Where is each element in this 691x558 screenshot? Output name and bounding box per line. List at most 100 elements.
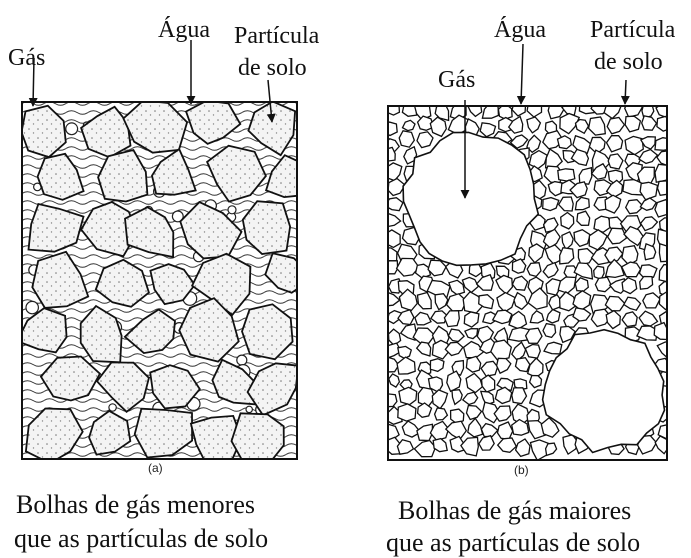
- soil-particle: [247, 102, 297, 157]
- panel-b-particle-pointer: [620, 79, 630, 105]
- gas-bubble: [236, 354, 248, 366]
- soil-particle: [388, 106, 401, 116]
- soil-particle: [467, 106, 483, 118]
- soil-particle: [656, 180, 667, 197]
- soil-particle: [606, 116, 626, 135]
- panel-a-caption-line1: Bolhas de gás menores: [16, 490, 256, 519]
- soil-particle: [451, 389, 463, 406]
- soil-particle: [388, 247, 398, 263]
- soil-particle: [388, 197, 404, 212]
- panel-a-tag: (a): [148, 461, 163, 475]
- soil-particle: [396, 356, 416, 375]
- soil-particle: [413, 439, 437, 458]
- soil-particle: [573, 262, 594, 280]
- soil-particle: [133, 407, 194, 459]
- soil-particle: [461, 391, 479, 406]
- soil-particle: [388, 393, 398, 408]
- soil-particle: [36, 152, 85, 201]
- soil-particle: [559, 325, 576, 344]
- soil-particle: [388, 213, 402, 228]
- soil-particle: [416, 131, 434, 149]
- soil-particle: [578, 166, 593, 185]
- panel-a-soil-diagram: [21, 40, 298, 460]
- soil-particle: [27, 202, 85, 253]
- soil-particle: [639, 275, 654, 290]
- soil-particle: [658, 217, 667, 234]
- soil-particle: [432, 437, 448, 453]
- soil-particle: [510, 418, 530, 436]
- soil-particle: [398, 288, 418, 312]
- soil-particle: [478, 434, 495, 451]
- soil-particle: [542, 196, 560, 212]
- soil-particle: [388, 423, 400, 442]
- soil-particle: [514, 438, 531, 458]
- soil-particle: [656, 115, 667, 132]
- soil-particle: [639, 216, 659, 232]
- soil-particle: [607, 169, 624, 186]
- soil-particle: [620, 261, 642, 278]
- panel-a-frame: [21, 101, 298, 460]
- soil-particle: [88, 409, 132, 456]
- panel-a-particle-pointer: [266, 79, 276, 123]
- soil-particle: [639, 197, 658, 211]
- soil-particle: [31, 250, 90, 309]
- soil-particle: [526, 357, 544, 379]
- gas-bubble: [171, 210, 184, 223]
- soil-particle: [463, 311, 480, 328]
- soil-particle: [513, 378, 528, 391]
- soil-particle: [607, 153, 624, 170]
- panel-a-gas-pointer: [28, 57, 38, 107]
- soil-particle: [416, 402, 433, 419]
- soil-particle: [241, 303, 294, 361]
- soil-particle: [544, 442, 558, 457]
- soil-particle: [495, 357, 512, 375]
- soil-particle: [638, 264, 658, 281]
- soil-particle: [545, 308, 561, 324]
- soil-particle: [95, 361, 150, 413]
- soil-particle: [509, 134, 529, 149]
- soil-particle: [542, 228, 561, 249]
- soil-particle: [527, 287, 548, 310]
- soil-particle: [190, 252, 252, 317]
- soil-particle: [606, 227, 628, 245]
- soil-particle: [388, 121, 398, 137]
- panel-b-water-label: Água: [494, 17, 546, 43]
- soil-particle: [22, 307, 68, 354]
- soil-particle: [149, 263, 196, 306]
- gas-bubble: [25, 300, 39, 315]
- soil-particle: [511, 341, 527, 362]
- soil-particle: [416, 115, 435, 131]
- soil-particle: [491, 309, 513, 325]
- soil-particle: [211, 358, 257, 406]
- soil-particle: [593, 215, 613, 234]
- panel-a-gas-label: Gás: [8, 45, 46, 71]
- soil-particle: [622, 178, 644, 196]
- gas-bubble: [108, 403, 117, 412]
- soil-particle: [636, 434, 658, 455]
- soil-particle: [465, 372, 484, 394]
- soil-particle: [478, 294, 495, 310]
- soil-particle: [493, 405, 512, 422]
- soil-particle: [528, 243, 545, 264]
- soil-particle: [401, 106, 418, 117]
- soil-particle: [559, 112, 581, 135]
- soil-particle: [556, 135, 573, 150]
- soil-particle: [416, 291, 432, 310]
- soil-particle: [528, 149, 548, 170]
- soil-particle: [590, 247, 612, 266]
- soil-particle: [151, 147, 197, 196]
- soil-particle: [447, 328, 466, 343]
- soil-particle: [431, 339, 450, 360]
- soil-particle: [604, 258, 625, 279]
- soil-particle: [557, 196, 574, 212]
- soil-particle: [511, 387, 528, 405]
- soil-particle: [467, 417, 484, 438]
- soil-particle: [388, 229, 401, 249]
- soil-particle: [22, 104, 67, 159]
- soil-particle: [605, 179, 624, 199]
- soil-particle: [205, 144, 267, 203]
- soil-particle: [526, 116, 542, 134]
- panel-b-frame: [387, 105, 668, 461]
- soil-particle: [429, 116, 447, 138]
- soil-particle: [507, 115, 524, 134]
